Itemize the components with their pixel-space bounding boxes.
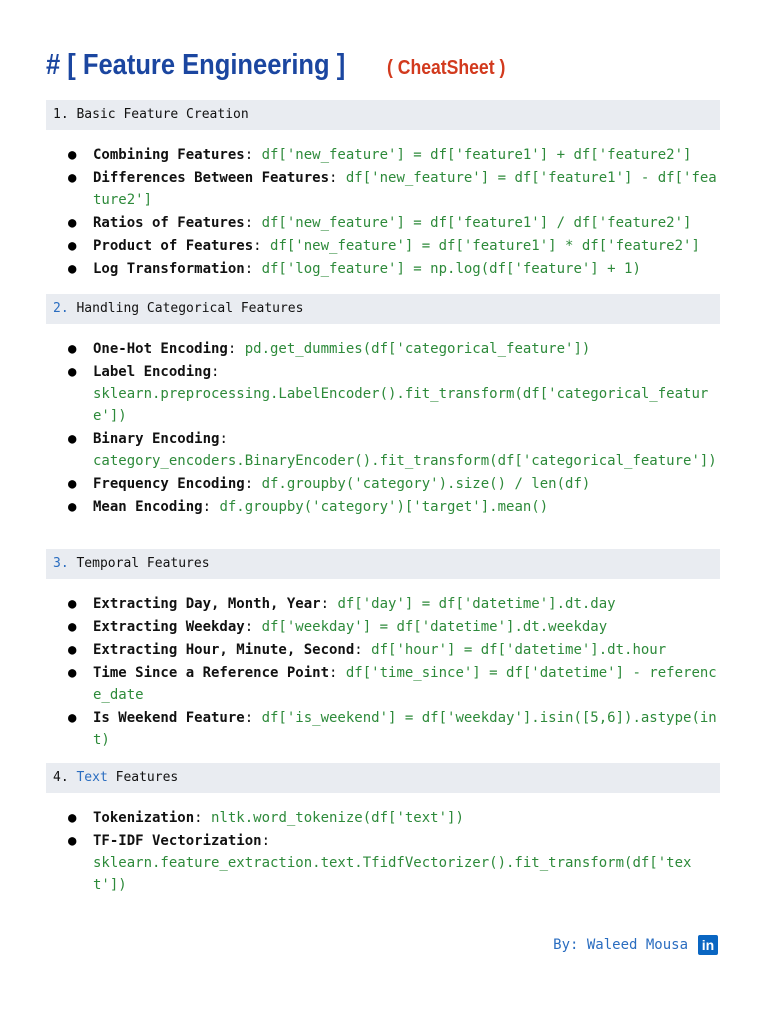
bullet-icon: ●	[68, 215, 77, 231]
item-label: Combining Features	[93, 147, 245, 163]
section-title: Features	[115, 770, 179, 785]
item-label: Ratios of Features	[93, 215, 245, 231]
item-code: df['weekday'] = df['datetime'].dt.weekda…	[261, 619, 608, 635]
bullet-icon: ●	[68, 665, 77, 681]
list-item: ●Frequency Encoding: df.groupby('categor…	[46, 473, 720, 495]
item-code: df['new_feature'] = df['feature1'] + df[…	[261, 147, 692, 163]
bullet-icon: ●	[68, 476, 77, 492]
section-list: ●Tokenization: nltk.word_tokenize(df['te…	[46, 807, 720, 896]
section-heading: 1. Basic Feature Creation	[46, 100, 720, 130]
section-number: 3.	[53, 556, 69, 571]
item-label: Is Weekend Feature	[93, 710, 245, 726]
list-item: ●Is Weekend Feature: df['is_weekend'] = …	[46, 707, 720, 751]
item-label: Differences Between Features	[93, 170, 330, 186]
item-code: df['is_weekend'] = df['weekday'].isin([5…	[93, 710, 717, 748]
item-label: Tokenization	[93, 810, 195, 826]
item-code: pd.get_dummies(df['categorical_feature']…	[244, 341, 591, 357]
list-item: ●Mean Encoding: df.groupby('category')['…	[46, 496, 720, 518]
title-sub: ( CheatSheet )	[387, 57, 506, 79]
item-code: df['new_feature'] = df['feature1'] / df[…	[261, 215, 692, 231]
bullet-icon: ●	[68, 619, 77, 635]
list-item: ●Extracting Weekday: df['weekday'] = df[…	[46, 616, 720, 638]
bullet-icon: ●	[68, 710, 77, 726]
bullet-icon: ●	[68, 147, 77, 163]
section-number: 1.	[53, 107, 69, 122]
linkedin-icon[interactable]: in	[698, 935, 718, 955]
item-code: sklearn.preprocessing.LabelEncoder().fit…	[93, 386, 709, 424]
item-code: sklearn.feature_extraction.text.TfidfVec…	[93, 855, 692, 893]
item-code: df['new_feature'] = df['feature1'] * df[…	[270, 238, 700, 254]
item-code: df.groupby('category')['target'].mean()	[219, 499, 549, 515]
bullet-icon: ●	[68, 238, 77, 254]
title-main: # [ Feature Engineering ]	[46, 49, 346, 81]
item-label: Frequency Encoding	[93, 476, 245, 492]
section-heading: 3. Temporal Features	[46, 549, 720, 579]
bullet-icon: ●	[68, 833, 77, 849]
bullet-icon: ●	[68, 170, 77, 186]
section-text-features: 4. Text Features ●Tokenization: nltk.wor…	[46, 763, 720, 897]
item-label: Time Since a Reference Point	[93, 665, 330, 681]
bullet-icon: ●	[68, 364, 77, 380]
page-title: # [ Feature Engineering ] ( CheatSheet )	[46, 44, 522, 82]
item-label: TF-IDF Vectorization	[93, 833, 262, 849]
section-list: ●Extracting Day, Month, Year: df['day'] …	[46, 593, 720, 751]
section-number: 2.	[53, 301, 69, 316]
item-label: Extracting Hour, Minute, Second	[93, 642, 355, 658]
section-title: Temporal Features	[76, 556, 210, 571]
list-item: ●Product of Features: df['new_feature'] …	[46, 235, 720, 257]
item-label: Log Transformation	[93, 261, 245, 277]
item-label: Extracting Weekday	[93, 619, 245, 635]
item-code: df['hour'] = df['datetime'].dt.hour	[371, 642, 667, 658]
bullet-icon: ●	[68, 596, 77, 612]
item-label: Label Encoding	[93, 364, 212, 380]
item-code: df['log_feature'] = np.log(df['feature']…	[261, 261, 641, 277]
bullet-icon: ●	[68, 341, 77, 357]
section-heading: 4. Text Features	[46, 763, 720, 793]
bullet-icon: ●	[68, 261, 77, 277]
list-item: ●Time Since a Reference Point: df['time_…	[46, 662, 720, 706]
bullet-icon: ●	[68, 499, 77, 515]
item-label: Mean Encoding	[93, 499, 203, 515]
item-label: Binary Encoding	[93, 431, 220, 447]
item-code: nltk.word_tokenize(df['text'])	[211, 810, 464, 826]
section-list: ●One-Hot Encoding: pd.get_dummies(df['ca…	[46, 338, 720, 518]
list-item: ●Extracting Hour, Minute, Second: df['ho…	[46, 639, 720, 661]
list-item: ●TF-IDF Vectorization:sklearn.feature_ex…	[46, 830, 720, 896]
section-basic-feature-creation: 1. Basic Feature Creation ● Combining Fea…	[46, 100, 720, 281]
item-label: Product of Features	[93, 238, 254, 254]
item-code: df['time_since'] = df['datetime'] - refe…	[93, 665, 717, 703]
item-code: category_encoders.BinaryEncoder().fit_tr…	[93, 453, 717, 469]
list-item: ●One-Hot Encoding: pd.get_dummies(df['ca…	[46, 338, 720, 360]
bullet-icon: ●	[68, 810, 77, 826]
bullet-icon: ●	[68, 431, 77, 447]
section-list: ●Combining Features: df['new_feature'] =…	[46, 144, 720, 280]
list-item: ●Tokenization: nltk.word_tokenize(df['te…	[46, 807, 720, 829]
section-categorical-features: 2. Handling Categorical Features ● One-Ho…	[46, 294, 720, 519]
item-label: Extracting Day, Month, Year	[93, 596, 321, 612]
item-code: df.groupby('category').size() / len(df)	[261, 476, 591, 492]
list-item: ●Differences Between Features: df['new_f…	[46, 167, 720, 211]
author-credit: By: Waleed Mousa	[553, 937, 688, 953]
item-code: df['new_feature'] = df['feature1'] - df[…	[93, 170, 717, 208]
list-item: ●Binary Encoding:category_encoders.Binar…	[46, 428, 720, 472]
bullet-icon: ●	[68, 642, 77, 658]
section-title: Basic Feature Creation	[76, 107, 249, 122]
section-title-keyword: Text	[76, 770, 108, 785]
section-heading: 2. Handling Categorical Features	[46, 294, 720, 324]
section-number: 4.	[53, 770, 69, 785]
section-temporal-features: 3. Temporal Features ● Extracting Day, Mo…	[46, 549, 720, 752]
list-item: ●Extracting Day, Month, Year: df['day'] …	[46, 593, 720, 615]
list-item: ●Log Transformation: df['log_feature'] =…	[46, 258, 720, 280]
list-item: ●Combining Features: df['new_feature'] =…	[46, 144, 720, 166]
item-code: df['day'] = df['datetime'].dt.day	[337, 596, 616, 612]
list-item: ●Ratios of Features: df['new_feature'] =…	[46, 212, 720, 234]
section-title: Handling Categorical Features	[76, 301, 304, 316]
list-item: ●Label Encoding:sklearn.preprocessing.La…	[46, 361, 720, 427]
item-label: One-Hot Encoding	[93, 341, 228, 357]
footer: By: Waleed Mousa in	[553, 935, 718, 955]
